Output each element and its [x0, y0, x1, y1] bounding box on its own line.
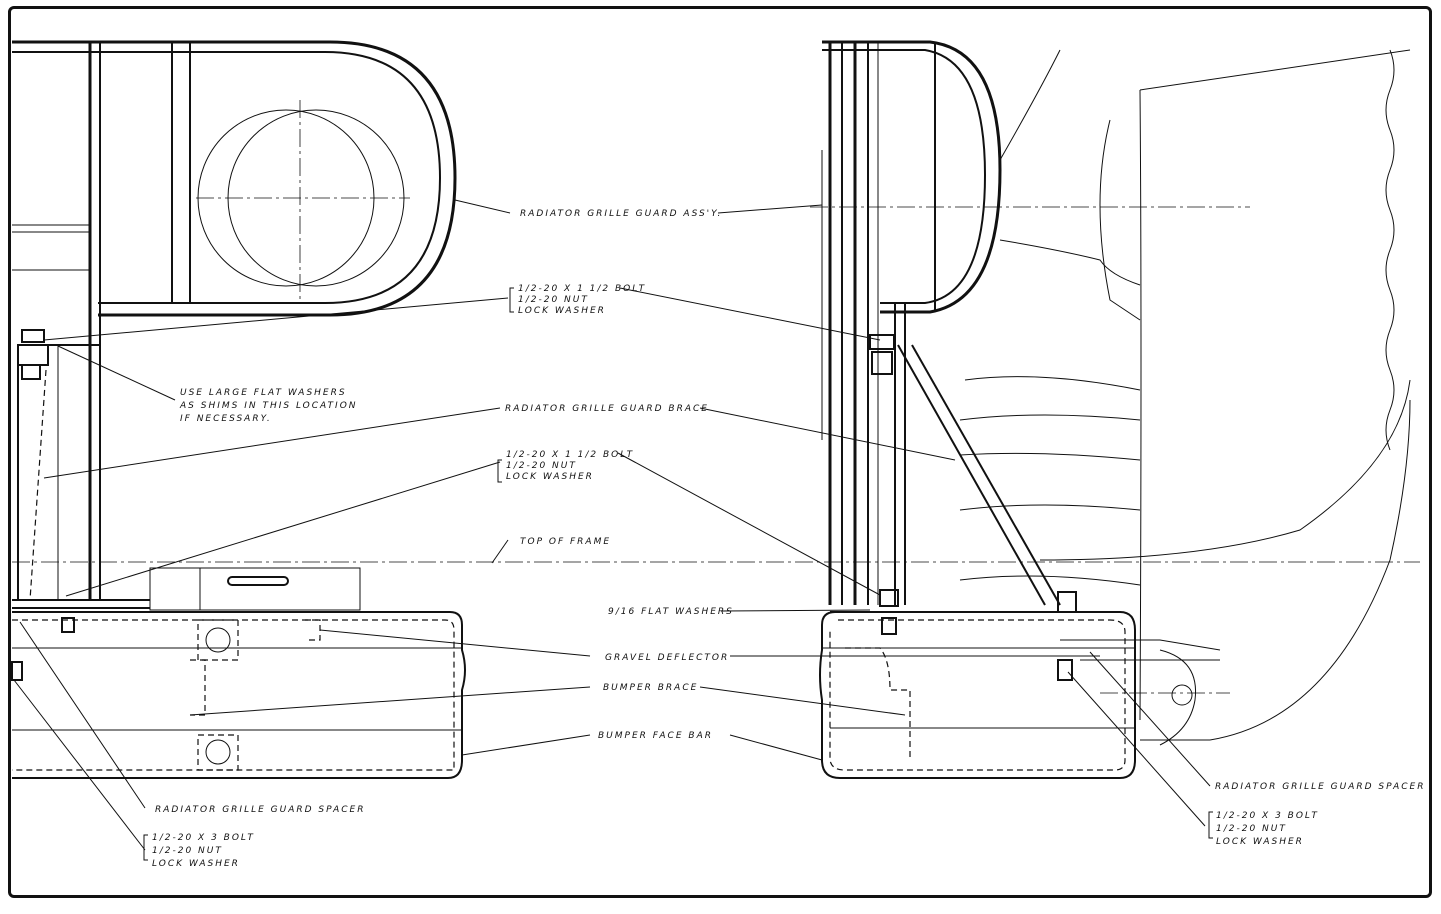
label-bumper-brace: BUMPER BRACE [603, 683, 698, 693]
label-bumper-face-bar: BUMPER FACE BAR [598, 731, 713, 741]
label-washer-note-1: USE LARGE FLAT WASHERS [180, 388, 347, 398]
label-nut-3: 1/2-20 NUT [152, 846, 223, 856]
label-spacer-left: RADIATOR GRILLE GUARD SPACER [155, 805, 366, 815]
label-grille-guard-assy: RADIATOR GRILLE GUARD ASS'Y. [520, 209, 722, 219]
label-bolt-4: 1/2-20 X 3 BOLT [1216, 811, 1319, 821]
label-washer-note-2: AS SHIMS IN THIS LOCATION [179, 401, 358, 411]
label-spacer-right: RADIATOR GRILLE GUARD SPACER [1215, 782, 1426, 792]
label-lock-washer-4: LOCK WASHER [1216, 837, 1304, 847]
leader-lines [13, 199, 1213, 861]
label-washer-note-3: IF NECESSARY. [180, 414, 272, 424]
label-nut-2: 1/2-20 NUT [506, 461, 577, 471]
label-top-of-frame: TOP OF FRAME [520, 537, 611, 547]
label-lock-washer-2: LOCK WASHER [506, 472, 594, 482]
label-gravel-deflector: GRAVEL DEFLECTOR [605, 653, 729, 663]
drawing-border [8, 6, 1432, 898]
label-guard-brace: RADIATOR GRILLE GUARD BRACE [505, 404, 709, 414]
label-lock-washer-3: LOCK WASHER [152, 859, 240, 869]
label-lock-washer-1: LOCK WASHER [518, 306, 606, 316]
label-bolt-1: 1/2-20 X 1 1/2 BOLT [518, 284, 646, 294]
left-grille-guard-view [11, 40, 466, 779]
label-bolt-2: 1/2-20 X 1 1/2 BOLT [506, 450, 634, 460]
label-flat-washers: 9/16 FLAT WASHERS [608, 607, 734, 617]
right-grille-guard-view [819, 40, 1411, 779]
label-nut-1: 1/2-20 NUT [518, 295, 589, 305]
label-nut-4: 1/2-20 NUT [1216, 824, 1287, 834]
label-bolt-3: 1/2-20 X 3 BOLT [152, 833, 255, 843]
